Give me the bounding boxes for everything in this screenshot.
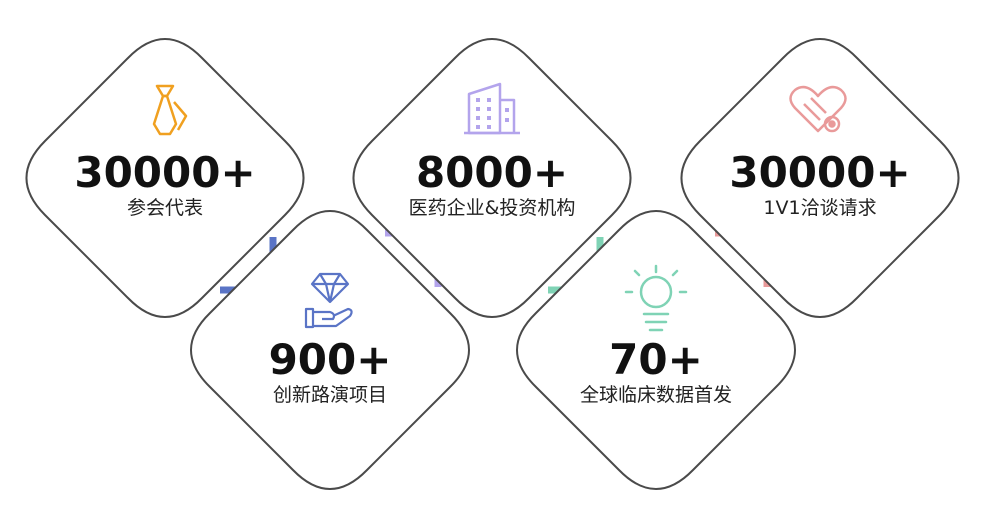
stat-label: 1V1洽谈请求 — [763, 197, 877, 219]
card-diamond-3 — [352, 38, 632, 318]
stat-label: 参会代表 — [126, 197, 203, 219]
tie-icon — [152, 84, 188, 136]
diamond-hand-icon — [304, 272, 353, 329]
card-diamond-1 — [25, 38, 305, 318]
stat-label: 医药企业&投资机构 — [408, 197, 576, 219]
card-diamond-2 — [190, 210, 470, 490]
stat-block-1: 30000+ 参会代表 — [74, 150, 256, 219]
stat-block-4: 70+ 全球临床数据首发 — [579, 337, 732, 406]
stat-value: 900+ — [268, 337, 392, 384]
stat-block-3: 8000+ 医药企业&投资机构 — [408, 150, 576, 219]
stat-value: 30000+ — [729, 150, 911, 197]
card-diamond-4 — [516, 210, 796, 490]
stat-value: 30000+ — [74, 150, 256, 197]
stat-block-2: 900+ 创新路演项目 — [268, 337, 392, 406]
card-diamond-5 — [680, 38, 960, 318]
heart-handshake-icon — [789, 85, 847, 133]
stat-value: 8000+ — [415, 150, 569, 197]
stat-value: 70+ — [609, 337, 703, 384]
stat-label: 全球临床数据首发 — [579, 384, 732, 406]
lightbulb-icon — [624, 264, 688, 332]
stat-label: 创新路演项目 — [272, 384, 387, 406]
stat-block-5: 30000+ 1V1洽谈请求 — [729, 150, 911, 219]
building-icon — [464, 82, 520, 135]
